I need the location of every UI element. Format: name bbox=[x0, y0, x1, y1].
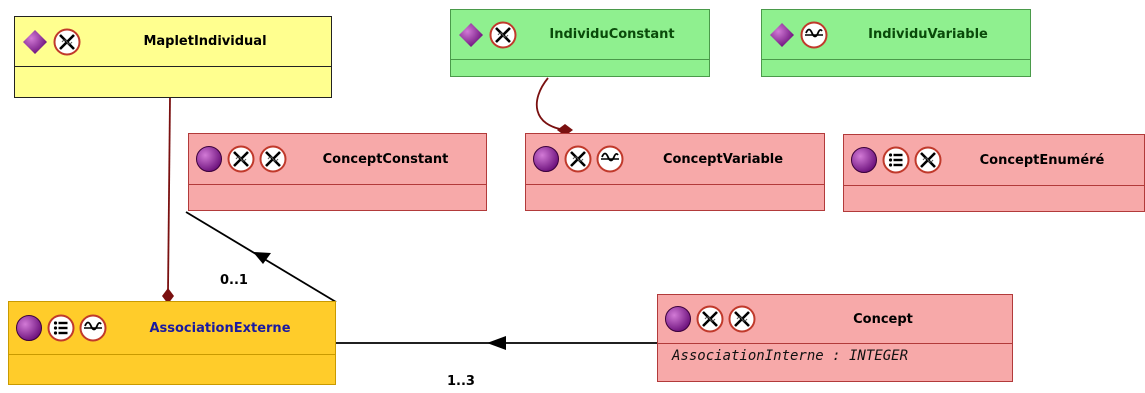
arrowhead-concept bbox=[487, 336, 506, 350]
class-name-concept: Concept bbox=[853, 311, 913, 327]
class-name-individu-constant: IndividuConstant bbox=[549, 27, 675, 42]
circle-class-icon bbox=[665, 306, 691, 332]
diamond-icon bbox=[770, 22, 794, 47]
crossed-constant-icon bbox=[53, 28, 81, 55]
diamond-icon bbox=[459, 22, 483, 47]
class-name-concept-variable: ConceptVariable bbox=[662, 151, 784, 167]
class-concept[interactable]: Concept AssociationInterne : INTEGER bbox=[657, 294, 1013, 382]
arrowhead-concept-constant bbox=[253, 252, 271, 264]
multiplicity-concept-constant: 0..1 bbox=[220, 273, 248, 288]
variable-wave-icon bbox=[79, 314, 107, 342]
composition-line-individu-constant bbox=[535, 77, 567, 131]
class-concept-constant[interactable]: ConceptConstant bbox=[188, 133, 487, 211]
attribute-association-interne: AssociationInterne : INTEGER bbox=[672, 348, 909, 364]
crossed-constant-icon bbox=[259, 145, 287, 173]
composition-diamond-maplet bbox=[162, 288, 174, 304]
variable-wave-icon bbox=[596, 145, 624, 173]
circle-class-icon bbox=[851, 147, 877, 173]
crossed-constant-icon bbox=[914, 146, 942, 174]
class-individu-variable[interactable]: IndividuVariable bbox=[761, 9, 1031, 77]
class-concept-variable[interactable]: ConceptVariable bbox=[525, 133, 825, 211]
crossed-constant-icon bbox=[696, 305, 724, 333]
composition-line-maplet bbox=[167, 97, 171, 293]
class-maplet-individual[interactable]: MapletIndividual bbox=[14, 16, 332, 98]
enumeration-list-icon bbox=[882, 146, 910, 174]
crossed-constant-icon bbox=[489, 21, 517, 48]
crossed-constant-icon bbox=[728, 305, 756, 333]
enumeration-list-icon bbox=[47, 314, 75, 342]
circle-class-icon bbox=[196, 146, 222, 172]
class-name-concept-constant: ConceptConstant bbox=[322, 151, 449, 167]
class-association-externe[interactable]: AssociationExterne bbox=[8, 301, 336, 385]
class-individu-constant[interactable]: IndividuConstant bbox=[450, 9, 710, 77]
class-name-individu-variable: IndividuVariable bbox=[868, 27, 988, 42]
circle-class-icon bbox=[533, 146, 559, 172]
crossed-constant-icon bbox=[227, 145, 255, 173]
variable-wave-icon bbox=[800, 21, 828, 48]
diamond-icon bbox=[23, 29, 47, 54]
crossed-constant-icon bbox=[564, 145, 592, 173]
class-name-association-externe: AssociationExterne bbox=[149, 320, 291, 336]
circle-class-icon bbox=[16, 315, 42, 341]
class-name-concept-enumere: ConceptEnuméré bbox=[979, 152, 1105, 168]
multiplicity-concept: 1..3 bbox=[447, 374, 475, 389]
class-concept-enumere[interactable]: ConceptEnuméré bbox=[843, 134, 1145, 212]
class-name-maplet-individual: MapletIndividual bbox=[143, 34, 267, 49]
